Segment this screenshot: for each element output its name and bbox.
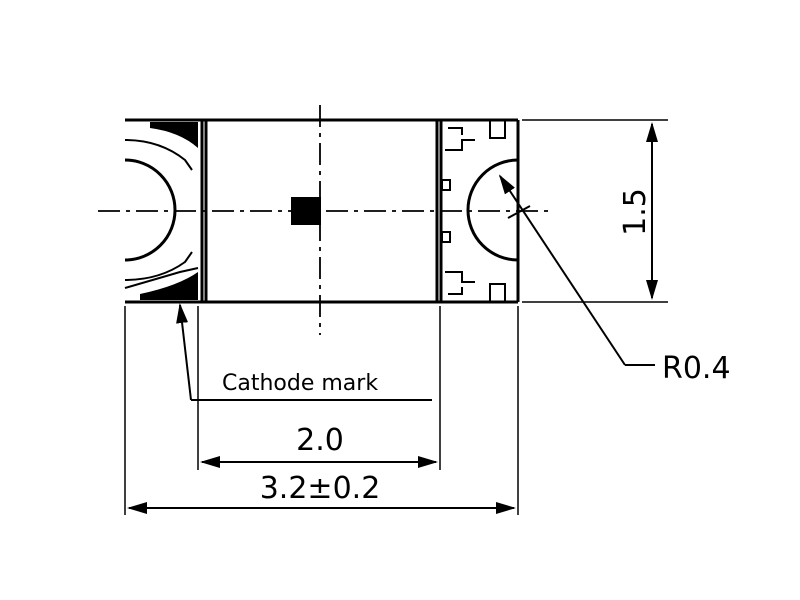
inner-width-dimension: 2.0: [197, 306, 441, 470]
right-terminal: [441, 120, 519, 302]
radius-callout: R0.4: [498, 174, 731, 386]
height-label: 1.5: [618, 188, 653, 236]
inner-width-label: 2.0: [296, 423, 344, 458]
radius-label: R0.4: [662, 351, 731, 386]
left-terminal: [124, 122, 199, 300]
cathode-mark-callout: Cathode mark: [176, 303, 432, 401]
cathode-mark-label: Cathode mark: [222, 371, 378, 396]
center-lines: [98, 105, 548, 335]
overall-width-dimension: 3.2±0.2: [124, 306, 519, 515]
height-dimension: 1.5: [522, 119, 668, 303]
overall-width-label: 3.2±0.2: [260, 471, 381, 506]
